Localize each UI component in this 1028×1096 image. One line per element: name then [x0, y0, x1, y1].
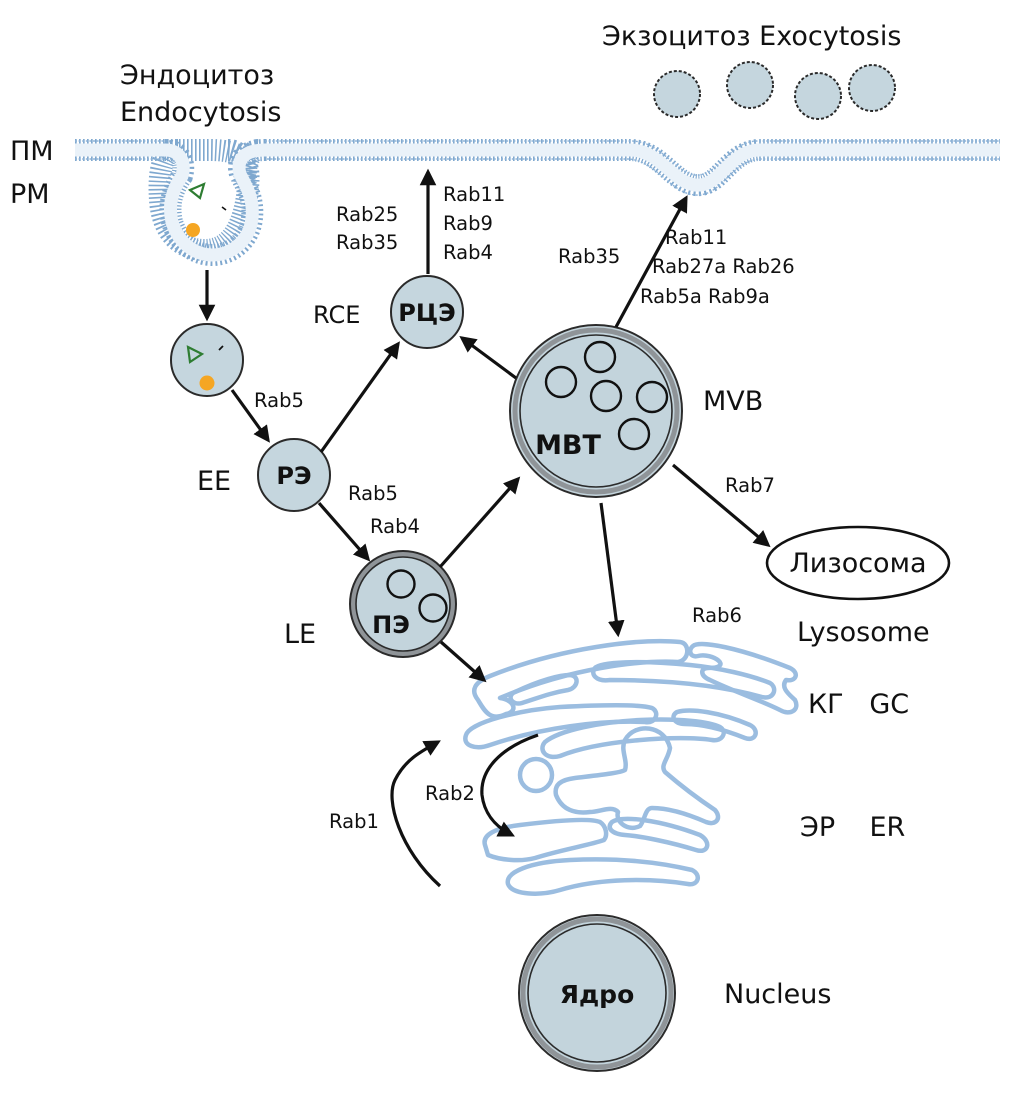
- rab-label: Rab11: [443, 183, 505, 206]
- exocytic-vesicle: [794, 72, 842, 120]
- arrow-mvb-to-rce: [459, 336, 517, 380]
- endoplasmic-reticulum: [482, 726, 721, 896]
- cargo-dash-icon: [221, 206, 227, 211]
- cargo-dash-icon: [218, 345, 224, 351]
- rab-label: Rab2: [425, 782, 475, 805]
- mvb-label-en: MVB: [703, 386, 763, 417]
- exocytic-vesicles: [653, 61, 896, 120]
- arrow-golgi-to-er: [480, 733, 539, 837]
- early-endosome: РЭ: [257, 438, 331, 512]
- rab-label: Rab35: [558, 245, 620, 268]
- exocytic-vesicle: [653, 70, 701, 118]
- arrow-ee-to-rce: [319, 341, 400, 453]
- lysosome-label-ru: Лизосома: [789, 548, 926, 579]
- rab-labels: Rab5 Rab5 Rab4 Rab25 Rab35 Rab11 Rab9 Ra…: [254, 183, 795, 833]
- cargo-dot-icon: [199, 375, 215, 391]
- pm-label-ru: ПМ: [10, 136, 54, 167]
- arrow-le-to-mvb: [438, 476, 521, 569]
- rab-label: Rab6: [692, 604, 742, 627]
- arrow-mvb-to-pm: [614, 195, 688, 328]
- rab-label: Rab35: [336, 231, 398, 254]
- rab-label: Rab5: [254, 389, 304, 412]
- le-label: LE: [284, 619, 316, 650]
- rab-label: Rab9: [443, 212, 493, 235]
- cargo-triangle-icon: [186, 345, 205, 364]
- intraluminal-vesicle: [544, 365, 578, 399]
- arrow-mvb-to-golgi: [599, 502, 625, 638]
- plasma-membrane: [75, 139, 1000, 262]
- mvb-label: МВТ: [535, 430, 601, 461]
- endocytic-vesicle: [170, 323, 244, 397]
- golgi-complex: [463, 638, 799, 760]
- endocytosis-label-ru: Эндоцитоз: [120, 60, 274, 91]
- exocytic-vesicle: [848, 64, 896, 112]
- multivesicular-body: МВТ: [509, 324, 683, 498]
- cargo-dot-icon: [186, 223, 200, 237]
- intraluminal-vesicle: [418, 593, 448, 623]
- late-endosome: ПЭ: [349, 550, 457, 658]
- exocytic-vesicle: [726, 61, 774, 109]
- recycling-endosome-label: РЦЭ: [398, 299, 455, 327]
- arrow-le-to-golgi: [439, 640, 487, 683]
- arrow-er-to-golgi: [390, 740, 442, 888]
- rab-label: Rab5a Rab9a: [640, 285, 770, 308]
- exocytosis-label: Экзоцитоз Exocytosis: [602, 21, 901, 52]
- arrow-mvb-to-lysosome: [671, 463, 771, 548]
- golgi-label: КГ GC: [808, 689, 909, 720]
- intraluminal-vesicle: [583, 340, 617, 374]
- rab-label: Rab1: [329, 810, 379, 833]
- ee-label: EE: [197, 466, 231, 497]
- recycling-endosome: РЦЭ: [390, 275, 464, 349]
- late-endosome-label: ПЭ: [372, 611, 410, 639]
- intraluminal-vesicle: [589, 379, 623, 413]
- intraluminal-vesicle: [635, 380, 669, 414]
- arrow-vesicle-to-ee: [230, 389, 270, 443]
- lysosome-label-en: Lysosome: [797, 617, 930, 648]
- nucleus-label: Ядро: [560, 980, 635, 1009]
- nucleus-label-en: Nucleus: [724, 979, 831, 1010]
- endocytic-pit: [159, 139, 266, 267]
- rab-label: Rab4: [370, 515, 420, 538]
- pathway-arrows: [198, 168, 771, 888]
- er-label: ЭР ER: [800, 812, 905, 843]
- early-endosome-label: РЭ: [276, 462, 311, 490]
- rab-label: Rab11: [665, 226, 727, 249]
- rab-label: Rab7: [725, 474, 775, 497]
- nucleus: Ядро: [518, 914, 676, 1072]
- rce-label: RCE: [313, 301, 360, 329]
- cargo-triangle-icon: [187, 182, 206, 200]
- intraluminal-vesicle: [617, 417, 651, 451]
- rab-label: Rab5: [348, 482, 398, 505]
- rab-label: Rab25: [336, 203, 398, 226]
- intraluminal-vesicle: [386, 569, 416, 599]
- lysosome: Лизосома: [765, 525, 951, 601]
- pm-label-en: PM: [10, 179, 50, 210]
- rab-label: Rab4: [443, 241, 493, 264]
- arrow-ee-to-le: [317, 501, 371, 562]
- endocytosis-label-en: Endocytosis: [120, 97, 281, 128]
- rab-label: Rab27a Rab26: [652, 255, 795, 278]
